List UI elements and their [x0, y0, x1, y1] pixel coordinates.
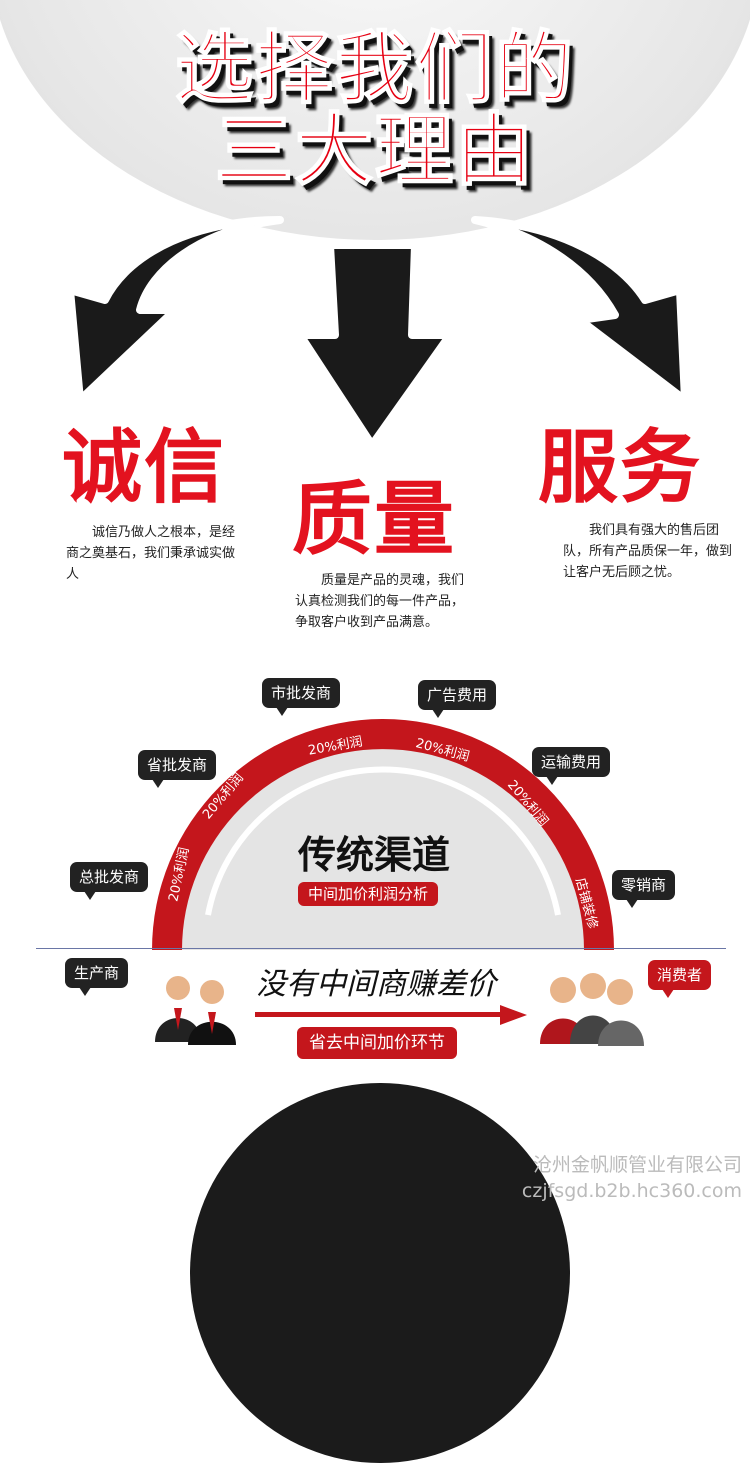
- bubble-transport-cost: 运输费用: [532, 747, 611, 785]
- bubble-city-wholesaler: 市批发商: [262, 678, 341, 716]
- arrow-down-icon: [296, 241, 454, 449]
- reason-text-service: 我们具有强大的售后团队，所有产品质保一年，做到让客户无后顾之忧。: [563, 523, 733, 580]
- reason-heading-service: 服务: [538, 421, 702, 514]
- bubble-producer: 生产商: [65, 958, 129, 996]
- bottom-dark-half-circle: [190, 1083, 570, 1463]
- bubble-retailer: 零销商: [612, 870, 676, 908]
- reason-heading-integrity: 诚信: [62, 421, 226, 514]
- direct-slogan: 没有中间商赚差价: [256, 967, 496, 1002]
- channel-subtitle: 中间加价利润分析: [298, 882, 439, 906]
- consumers-icon: [540, 973, 644, 1046]
- title-line-2: 三大理由: [214, 106, 535, 196]
- businessmen-icon: [155, 976, 236, 1045]
- arrow-left-icon: [66, 216, 284, 404]
- bubble-consumer: 消费者: [648, 960, 712, 998]
- reason-text-integrity: 诚信乃做人之根本，是经商之奠基石，我们秉承诚实做人: [66, 525, 236, 582]
- footer-company: 沧州金帆顺管业有限公司: [532, 1154, 742, 1176]
- arrows-graphic: [66, 216, 689, 449]
- reason-text-quality: 质量是产品的灵魂，我们认真检测我们的每一件产品，争取客户收到产品满意。: [295, 573, 465, 630]
- direct-button: 省去中间加价环节: [297, 1027, 457, 1059]
- arrow-right-icon: [471, 216, 689, 404]
- footer-url: czjfsgd.b2b.hc360.com: [521, 1180, 742, 1202]
- reason-heading-quality: 质量: [292, 473, 456, 566]
- bubble-provincial-wholesaler: 省批发商: [138, 750, 217, 788]
- divider-line: [36, 948, 726, 949]
- direct-arrow-icon: [255, 1005, 527, 1025]
- channel-title: 传统渠道: [298, 833, 451, 877]
- channel-arc: [152, 719, 614, 950]
- title-line-1: 选择我们的: [174, 24, 575, 114]
- bubble-advertising-cost: 广告费用: [418, 680, 497, 718]
- bubble-general-wholesaler: 总批发商: [70, 862, 149, 900]
